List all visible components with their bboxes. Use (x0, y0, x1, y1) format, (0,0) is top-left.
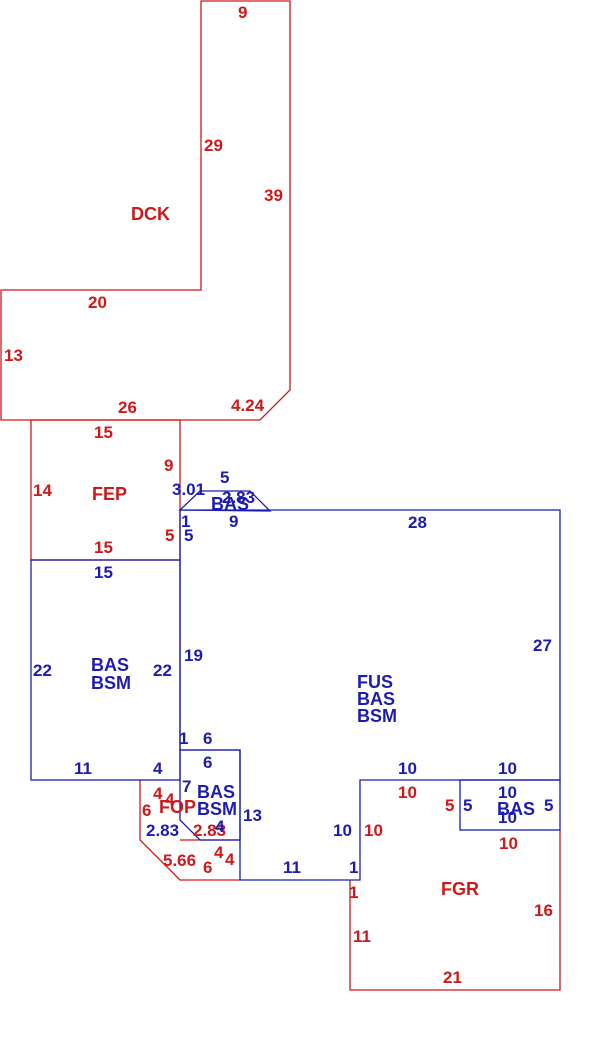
dim-label: 10 (499, 834, 518, 853)
garage-outline (349, 830, 561, 991)
dim-label: 2.83 (193, 821, 226, 840)
fep-label: FEP (92, 484, 127, 504)
dim-label: 4 (153, 784, 163, 803)
dim-label: 10 (498, 783, 517, 802)
dim-label: 11 (283, 858, 301, 877)
red-dimensions: 9 29 39 20 13 26 4.24 15 14 9 5 15 4 4 6… (4, 3, 553, 987)
red-outlines (0, 0, 561, 991)
dim-label: 4 (214, 843, 224, 862)
dim-label: 29 (204, 136, 223, 155)
small-bsm-outline (179, 749, 241, 841)
dim-label: 5 (165, 526, 174, 545)
right-bas-outline (459, 779, 561, 831)
dim-label: 6 (203, 858, 212, 877)
fgr-label: FGR (441, 879, 479, 899)
bay-window-outline (178, 490, 272, 512)
left-bas-label: BAS (91, 655, 129, 675)
dim-label: 5 (445, 796, 454, 815)
dim-label: 5 (220, 468, 229, 487)
dim-label: 1 (181, 512, 190, 531)
dim-label: 13 (4, 346, 23, 365)
dim-label: 10 (498, 808, 517, 827)
fus-label: FUS (357, 672, 393, 692)
dim-label: 3.01 (172, 480, 205, 499)
dim-label: 4 (215, 817, 225, 836)
left-basement-outline (30, 559, 181, 781)
dim-label: 11 (353, 927, 371, 946)
small-bas-label: BAS (197, 782, 235, 802)
dck-label: DCK (131, 204, 170, 224)
dim-label: 2.83 (222, 488, 255, 507)
dim-label: 9 (238, 3, 247, 22)
fus-bas-label: BAS (357, 689, 395, 709)
dim-label: 27 (533, 636, 552, 655)
dim-label: 5 (184, 526, 193, 545)
dim-label: 10 (398, 759, 417, 778)
dim-label: 1 (179, 729, 188, 748)
dim-label: 4 (165, 790, 175, 809)
dim-label: 10 (333, 821, 352, 840)
dim-label: 6 (203, 729, 212, 748)
dim-label: 11 (74, 759, 92, 778)
dim-label: 14 (33, 481, 52, 500)
fop-label: FOP (159, 797, 196, 817)
dim-label: 1 (349, 858, 358, 877)
dim-label: 19 (184, 646, 203, 665)
left-bsm-label: BSM (91, 673, 131, 693)
dim-label: 28 (408, 513, 427, 532)
bas-top-label: BAS (211, 494, 249, 514)
blue-dimensions: 5 3.01 2.83 1 5 9 28 27 19 15 22 22 11 4… (33, 468, 553, 877)
dim-label: 22 (33, 661, 52, 680)
blue-outlines (30, 490, 561, 881)
dim-label: 10 (364, 821, 383, 840)
dim-label: 9 (229, 512, 238, 531)
small-bsm-label: BSM (197, 799, 237, 819)
right-bas-label: BAS (497, 799, 535, 819)
dim-label: 15 (94, 423, 113, 442)
dim-label: 5 (544, 796, 553, 815)
dim-label: 4.24 (231, 396, 265, 415)
dim-label: 15 (94, 563, 113, 582)
dim-label: 39 (264, 186, 283, 205)
dim-label: 6 (203, 753, 212, 772)
dim-label: 4 (153, 759, 163, 778)
dim-label: 2.83 (146, 821, 179, 840)
dim-label: 16 (534, 901, 553, 920)
dim-label: 1 (349, 883, 358, 902)
dim-label: 9 (164, 456, 173, 475)
dim-label: 6 (142, 801, 151, 820)
dim-label: 5.66 (163, 851, 196, 870)
dim-label: 15 (94, 538, 113, 557)
dim-label: 10 (498, 759, 517, 778)
dim-label: 22 (153, 661, 172, 680)
front-open-porch-outline (139, 780, 240, 881)
dim-label: 26 (118, 398, 137, 417)
dim-label: 7 (182, 777, 191, 796)
dim-label: 21 (443, 968, 462, 987)
dim-label: 20 (88, 293, 107, 312)
dim-label: 4 (225, 850, 235, 869)
dim-label: 13 (243, 806, 262, 825)
fus-bsm-label: BSM (357, 706, 397, 726)
dim-label: 10 (398, 783, 417, 802)
dim-label: 5 (463, 796, 472, 815)
